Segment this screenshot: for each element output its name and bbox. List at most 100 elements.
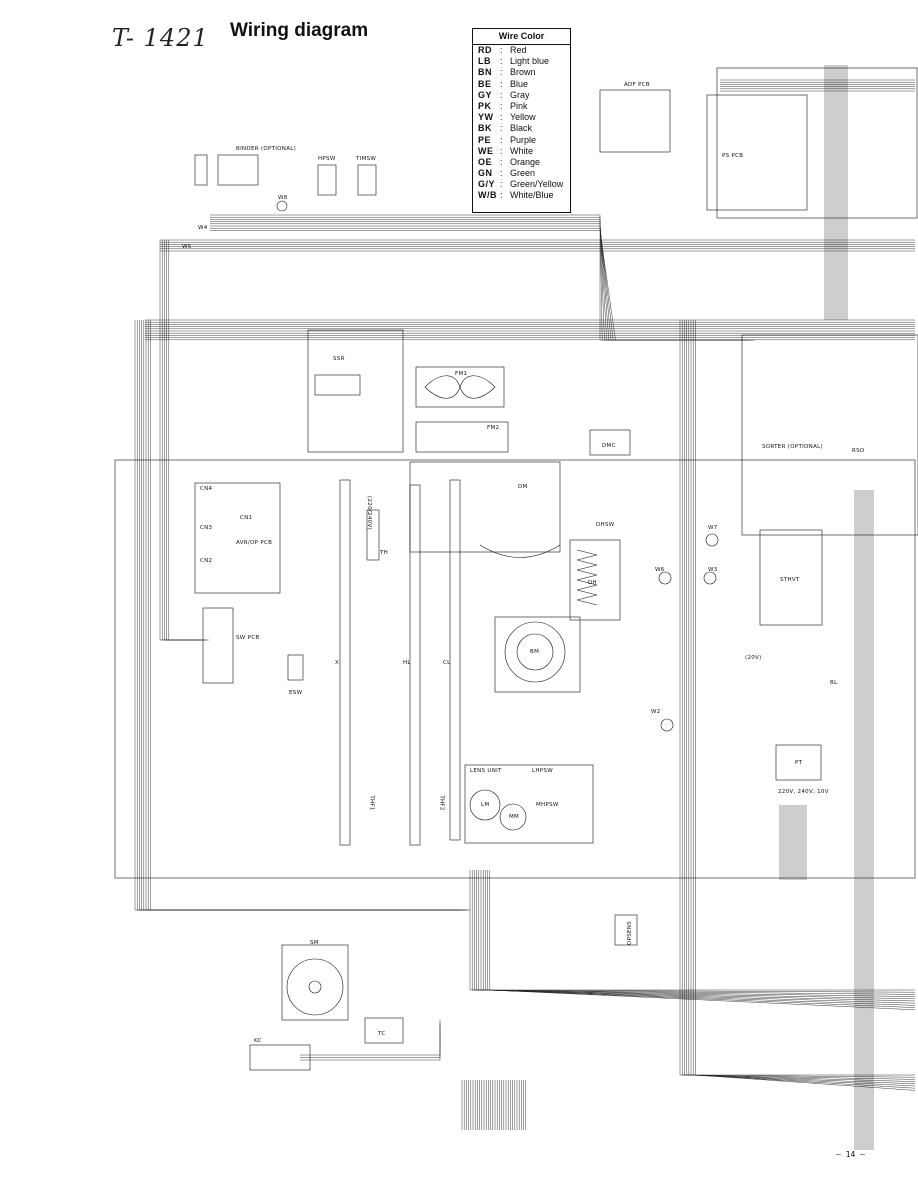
ps-pcb-box [706, 94, 808, 211]
wire-mid-vertical [692, 320, 916, 1089]
fm1-label: FM1 [455, 371, 468, 377]
lens-unit-label: LENS UNIT [470, 768, 502, 774]
wire-left-vertical [141, 320, 462, 911]
wire-left-vertical [143, 320, 464, 911]
wire-top-bundle [210, 219, 745, 341]
sm-box [281, 944, 349, 1021]
wire-top-bundle [210, 230, 756, 341]
th-element [366, 509, 380, 561]
cn2-label: CN2 [200, 558, 213, 564]
handwritten-note: T- 1421 [112, 24, 209, 52]
legend-row: WE:White [473, 146, 570, 157]
mm-label: MM [509, 814, 520, 820]
sw-pcb-box [202, 607, 234, 684]
legend-row: GY:Gray [473, 90, 570, 101]
legend-color-name: Pink [510, 100, 528, 111]
page-number: — 14 — [836, 1150, 865, 1159]
opsens-label: OPSENS [627, 920, 634, 946]
wire-left-branch [161, 240, 203, 641]
legend-code: BE [478, 78, 492, 89]
legend-row: BN:Brown [473, 67, 570, 78]
legend-row: W/B:White/Blue [473, 190, 570, 201]
wire-left-branch [168, 240, 209, 641]
wire-left-branch [164, 240, 205, 641]
hpsw-switch [317, 164, 337, 196]
wire-lower-bundle [478, 870, 916, 1000]
legend-color-name: White [510, 145, 534, 156]
legend-color-name: Light blue [510, 56, 550, 67]
wire-left-vertical [150, 320, 471, 911]
w4-label: W4 [198, 225, 208, 231]
wire-top-bundle [210, 227, 754, 341]
sm-outer [286, 958, 344, 1016]
dm-curve [479, 544, 561, 558]
kc-label: KC [254, 1038, 262, 1044]
binder-connector-1 [194, 154, 208, 186]
legend-code: G/Y [478, 179, 496, 190]
voltage-label: (220/240V) [365, 496, 372, 530]
wire-mid-vertical [690, 320, 916, 1087]
tc-box [364, 1017, 404, 1044]
wire-left-vertical [136, 320, 458, 911]
adf-pcb-box [599, 89, 671, 153]
dm-box [409, 461, 561, 553]
pt-box [775, 744, 822, 781]
legend-separator: : [500, 45, 503, 55]
w3-label: W3 [708, 567, 718, 573]
w3-junction [703, 571, 717, 585]
ps-pcb-label: PS PCB [722, 153, 744, 159]
pt-rating-label: 220V, 240V, 10V [778, 789, 829, 795]
sm-inner [308, 980, 322, 994]
cl-label: CL [443, 660, 451, 666]
tc-label: TC [378, 1031, 386, 1037]
legend-row: YW:Yellow [473, 112, 570, 123]
wire-kc-link [300, 1022, 441, 1058]
legend-separator: : [500, 190, 503, 201]
legend-code: GN [478, 168, 493, 179]
legend-code: WE [478, 145, 494, 156]
legend-row: G/Y:Green/Yellow [473, 179, 570, 190]
pt-label: PT [795, 760, 803, 766]
cn1-label: CN1 [240, 515, 253, 521]
sm-label: SM [310, 940, 319, 946]
thf1-label: THF1 [368, 795, 375, 811]
avr-op-pcb-label: AVR/OP PCB [236, 540, 273, 546]
lm-label: LM [481, 802, 490, 808]
mhpsw-label: MHPSW [536, 802, 559, 808]
legend-color-name: Gray [510, 89, 530, 100]
wire-left-vertical [134, 320, 455, 911]
legend-separator: : [500, 56, 503, 67]
x-lamp [339, 479, 351, 846]
timsw-label: TIMSW [356, 156, 377, 162]
hpsw-label: HPSW [318, 156, 336, 162]
w5-label: W5 [182, 244, 192, 250]
legend-color-name: Orange [510, 156, 541, 167]
binder-label: BINDER (OPTIONAL) [236, 146, 297, 152]
legend-separator: : [500, 168, 503, 179]
wire-left-branch [166, 240, 207, 641]
legend-color-name: Yellow [510, 112, 536, 123]
w8-junction [276, 200, 288, 212]
legend-code: BN [478, 67, 492, 78]
wire-left-vertical [139, 320, 460, 911]
legend-code: PK [478, 100, 492, 111]
legend-separator: : [500, 134, 503, 145]
th-label: TH [380, 550, 389, 556]
x-label: X [335, 660, 340, 666]
page-title: Wiring diagram [230, 20, 369, 41]
ssr-body [314, 374, 361, 396]
fm1-symbol [424, 375, 496, 399]
wire-left-vertical [145, 320, 466, 911]
dmc-box [589, 429, 631, 456]
wire-kc-link [300, 1025, 441, 1061]
fm2-label: FM2 [487, 425, 500, 431]
sw-pcb-label: SW PCB [236, 635, 260, 641]
w6-junction [658, 571, 672, 585]
dm-label: DM [518, 484, 528, 490]
legend-separator: : [500, 156, 503, 167]
esw-label: ESW [289, 690, 303, 696]
hl-lamp [409, 484, 421, 846]
wire-left-branch [159, 240, 200, 641]
main-frame [114, 459, 916, 879]
dh-label: DH [588, 580, 597, 586]
